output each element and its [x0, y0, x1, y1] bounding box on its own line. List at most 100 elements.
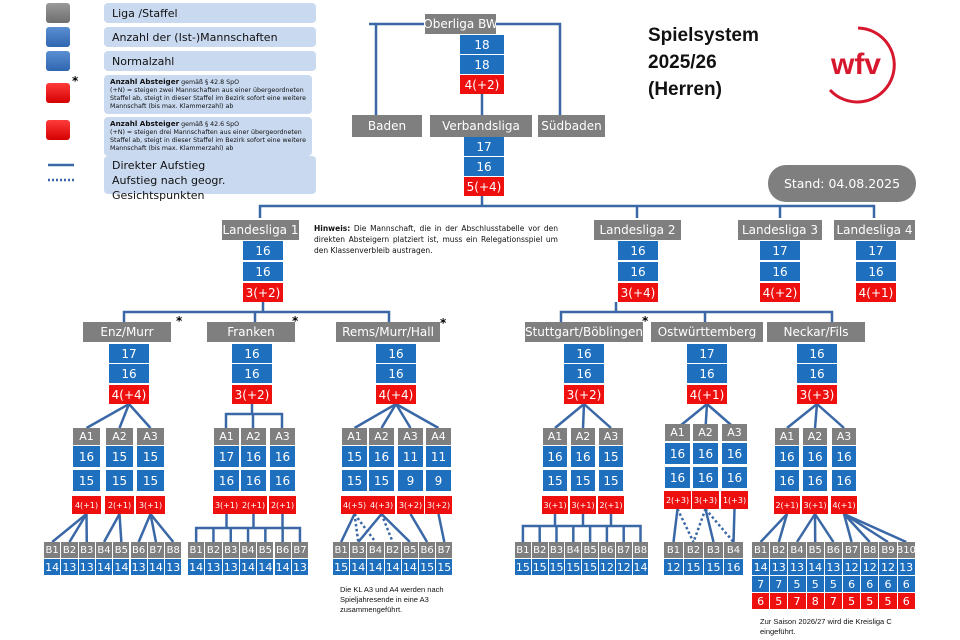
league-kreisliga-b: B4	[565, 542, 582, 558]
league-kreisliga-b: B1	[44, 542, 61, 558]
oberliga-normal: 18	[460, 55, 504, 74]
stand-badge: Stand: 04.08.2025	[768, 165, 916, 202]
league-kreisliga-b: B2	[770, 542, 788, 558]
kreisliga-a-abst: 3(+2)	[425, 496, 452, 514]
league-bezirksliga: Neckar/Fils	[767, 322, 865, 342]
direct-promotion-line	[521, 524, 642, 542]
league-kreisliga-b: B6	[130, 542, 147, 558]
bezirksliga-ist: 16	[797, 344, 837, 363]
direct-promotion-line	[704, 508, 715, 543]
league-kreisliga-b: B3	[704, 542, 723, 558]
league-kreisliga-b: B8	[861, 542, 879, 558]
league-landesliga-3: Landesliga 3	[738, 220, 822, 240]
legend-anzahl: Anzahl der (Ist-)Mannschaften	[104, 27, 316, 47]
league-landesliga-4: Landesliga 4	[834, 220, 915, 240]
league-kreisliga-b: B1	[515, 542, 531, 558]
kreisliga-a-ist: 16	[571, 446, 595, 467]
legend-lines: Direkter Aufstieg Aufstieg nach geogr. G…	[104, 156, 316, 202]
kreisliga-b-ist: 12	[879, 559, 897, 575]
kreisliga-b-ist: 14	[274, 559, 291, 575]
legend-line-icons	[48, 163, 74, 182]
kreisliga-a-normal: 16	[722, 467, 747, 488]
league-kreisliga-b: B6	[274, 542, 291, 558]
kreisliga-b-ist: 15	[704, 559, 723, 575]
kreisliga-a-normal: 9	[426, 470, 451, 491]
league-kreisliga-b: B9	[879, 542, 897, 558]
bezirksliga-normal: 16	[376, 364, 416, 383]
direct-promotion-line	[559, 310, 834, 322]
kreisliga-a-ist: 11	[398, 446, 423, 467]
asterisk-marker: *	[292, 314, 299, 328]
bezirksliga-abst: 3(+3)	[797, 385, 837, 404]
kreisliga-a-ist: 15	[137, 446, 164, 467]
league-kreisliga-a: A4	[426, 428, 451, 445]
kreisliga-b-ist: 14	[113, 559, 130, 575]
bezirksliga-ist: 16	[376, 344, 416, 363]
league-baden: Baden	[352, 115, 422, 137]
kreisliga-b-normal: 7	[770, 576, 788, 592]
bezirksliga-normal: 16	[232, 364, 272, 383]
league-kreisliga-b: B3	[350, 542, 367, 558]
bezirksliga-normal: 16	[564, 364, 604, 383]
kreisliga-b-ist: 15	[515, 559, 531, 575]
league-kreisliga-b: B3	[548, 542, 565, 558]
kreisliga-a-abst: 4(+5)	[341, 496, 368, 514]
landesliga-4-normal: 16	[856, 262, 896, 281]
page-title: Spielsystem 2025/26 (Herren)	[648, 25, 759, 100]
bezirksliga-ist: 16	[564, 344, 604, 363]
league-kreisliga-b: B5	[806, 542, 824, 558]
logo-text: wfv	[830, 48, 881, 81]
kreisliga-b-ist: 15	[582, 559, 598, 575]
league-kreisliga-b: B7	[843, 542, 861, 558]
kreisliga-a-normal: 15	[369, 470, 394, 491]
kreisliga-b-normal: 5	[806, 576, 824, 592]
direct-promotion-line	[149, 513, 175, 543]
league-bezirksliga: Enz/Murr	[83, 322, 171, 342]
geo-promotion-line	[676, 508, 695, 543]
landesliga-4-ist: 17	[856, 241, 896, 260]
asterisk-marker: *	[642, 314, 649, 328]
kreisliga-a-ist: 15	[599, 446, 623, 467]
league-kreisliga-a: A1	[665, 424, 690, 441]
direct-promotion-line	[672, 508, 679, 543]
league-kreisliga-b: B8	[632, 542, 649, 558]
kreisliga-b-ist: 13	[770, 559, 788, 575]
direct-promotion-line	[554, 403, 585, 429]
legend-liga: Liga /Staffel	[104, 3, 316, 23]
landesliga-1-ist: 16	[243, 241, 283, 260]
kreisliga-b-abst: 6	[897, 593, 915, 609]
kreisliga-a-abst: 2(+1)	[598, 496, 624, 514]
kreisliga-b-abst: 5	[861, 593, 879, 609]
note-a3-a4: Die KL A3 und A4 werden nach Spieljahres…	[340, 585, 444, 614]
league-kreisliga-b: B1	[664, 542, 683, 558]
kreisliga-a-ist: 11	[426, 446, 451, 467]
kreisliga-b-ist: 14	[257, 559, 274, 575]
direct-promotion-line	[395, 402, 440, 430]
league-kreisliga-b: B4	[239, 542, 257, 558]
direct-promotion-line	[843, 513, 871, 543]
kreisliga-b-abst: 7	[824, 593, 842, 609]
league-kreisliga-b: B4	[788, 542, 806, 558]
bezirksliga-abst: 4(+4)	[376, 385, 416, 404]
direct-promotion-line	[813, 513, 835, 543]
kreisliga-a-ist: 16	[803, 446, 827, 467]
league-oberliga: Oberliga BW	[425, 14, 496, 34]
league-kreisliga-b: B1	[333, 542, 350, 558]
bezirksliga-normal: 16	[797, 364, 837, 383]
league-kreisliga-b: B8	[165, 542, 182, 558]
kreisliga-b-ist: 16	[724, 559, 743, 575]
verbandsliga-ist: 17	[464, 137, 504, 156]
landesliga-1-abst: 3(+2)	[243, 283, 283, 302]
kreisliga-a-abst: 3(+1)	[570, 496, 596, 514]
league-kreisliga-b: B3	[78, 542, 95, 558]
landesliga-1-normal: 16	[243, 262, 283, 281]
kreisliga-a-ist: 15	[106, 446, 133, 467]
kreisliga-b-ist: 14	[147, 559, 165, 575]
kreisliga-b-ist: 13	[824, 559, 842, 575]
kreisliga-b-ist: 14	[367, 559, 384, 575]
league-kreisliga-a: A3	[722, 424, 747, 441]
landesliga-3-abst: 4(+2)	[760, 283, 800, 302]
geo-promotion-line	[380, 513, 394, 543]
kreisliga-b-ist: 14	[95, 559, 113, 575]
